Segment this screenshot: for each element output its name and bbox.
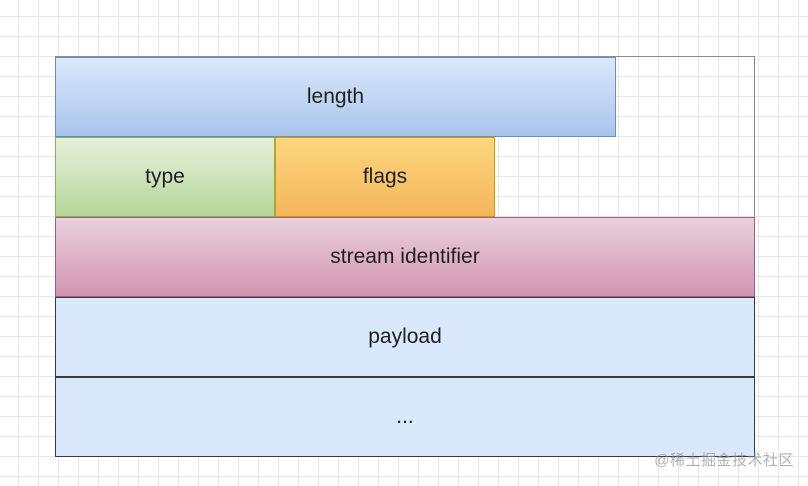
type-label: type bbox=[145, 165, 185, 188]
payload-label: payload bbox=[368, 325, 442, 348]
flags-field: flags bbox=[275, 137, 495, 217]
stream-identifier-field: stream identifier bbox=[55, 217, 755, 297]
continuation-field: ... bbox=[55, 377, 755, 457]
type-field: type bbox=[55, 137, 275, 217]
continuation-label: ... bbox=[396, 405, 414, 428]
stream-identifier-label: stream identifier bbox=[330, 245, 480, 268]
watermark-text: @稀土掘金技术社区 bbox=[654, 452, 794, 469]
payload-field: payload bbox=[55, 297, 755, 377]
length-field: length bbox=[55, 57, 616, 137]
length-label: length bbox=[306, 85, 365, 108]
flags-label: flags bbox=[362, 165, 408, 188]
